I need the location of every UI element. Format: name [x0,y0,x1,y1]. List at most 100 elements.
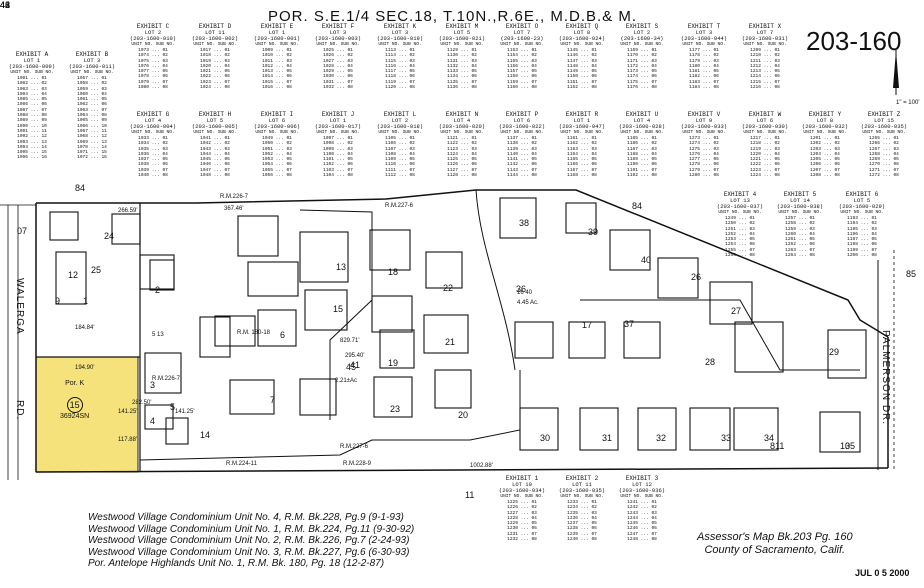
exhibit-columns: UNIT NO. SUB NO. [620,130,664,135]
building-footprint [144,404,174,430]
exhibit-row: 1037 ... 05 [138,157,168,163]
exhibit-row: 1060 ... 04 [77,91,107,97]
exhibit-apn: (203-1600-036) [618,487,666,494]
exhibit-row: 1277 ... 05 [689,157,719,163]
exhibit-apn: (203-1600-004) [129,123,177,130]
exhibit-row: 1150 ... 06 [567,74,597,80]
exhibit-row: 1117 ... 05 [385,69,415,75]
map-label: R.M. 180-18 [237,330,271,336]
exhibit-row: 1130 ... 02 [447,53,477,59]
exhibit-row: 1020 ... 04 [200,63,230,69]
exhibit-columns: UNIT NO. SUB NO. [500,130,544,135]
exhibit-row: 1217 ... 01 [750,136,780,141]
exhibit-row: 1125 ... 05 [447,157,477,163]
map-number: 203-160 [806,26,902,56]
exhibit-row: 1148 ... 04 [567,63,597,69]
note-line: Westwood Village Condominium Unit No. 2,… [88,535,410,546]
exhibit-row: 1191 ... 07 [627,167,657,173]
exhibit-row: 1080 ... 08 [138,85,168,91]
exhibit-row: 1211 ... 03 [750,58,780,64]
exhibit-name: EXHIBIT 2 [565,475,599,482]
exhibit-row: 1182 ... 06 [689,74,719,80]
map-label: 24 [104,231,115,241]
subdivision-boundary [36,189,889,338]
building-footprint [565,202,597,234]
exhibit-row: 1193 ... 01 [847,216,877,221]
exhibit-columns: UNIT NO. SUB NO. [743,130,787,135]
exhibit-row: 1257 ... 01 [785,216,815,221]
exhibit-lot: LOT 6 [513,117,531,124]
exhibit-row: 1025 ... 01 [323,48,353,53]
map-label: 19 [388,358,399,368]
exhibit-row: 1240 ... 08 [567,537,597,543]
exhibit-row: 1042 ... 02 [200,141,230,147]
map-label: 16 40 [517,290,533,296]
map-label: 21 [445,337,456,347]
map-label: 10 [840,441,851,451]
exhibit-row: 1210 ... 02 [750,53,780,59]
exhibit-row: 1280 ... 08 [689,173,719,179]
map-label: 29 [829,347,840,357]
exhibit-row: 1153 ... 01 [507,48,537,53]
exhibit-lot: LOT 7 [513,29,531,36]
exhibit-row: 1265 ... 01 [869,136,899,141]
exhibit-columns: UNIT NO. SUB NO. [440,130,484,135]
exhibit-apn: (203-1600-029) [838,203,886,210]
exhibit-name: EXHIBIT 3 [625,475,659,482]
map-label: 1 [83,296,89,306]
exhibit-row: 1237 ... 05 [567,521,597,527]
exhibit-row: 1173 ... 05 [627,69,657,75]
building-footprint [237,215,279,257]
exhibit-row: 1122 ... 02 [447,141,477,147]
map-label: 32 [656,433,667,443]
exhibit-lot: LOT 3 [329,29,347,36]
exhibit-row: 1201 ... 01 [810,136,840,141]
exhibit-row: 1012 ... 04 [262,63,292,69]
exhibit-row: 1045 ... 05 [200,157,230,163]
map-label: 33 [721,433,732,443]
exhibit-apn: (203-1600-047) [558,123,606,130]
map-label: 25 [91,265,102,275]
exhibit-lot: LOT 5 [453,29,471,36]
exhibit-row: 1022 ... 06 [200,74,230,80]
exhibit-row: 1078 ... 06 [138,74,168,80]
exhibit-row: 1059 ... 03 [77,86,107,92]
exhibit-row: 1196 ... 04 [847,231,877,237]
exhibit-lot: LOT 1 [329,117,347,124]
exhibit-row: 1247 ... 07 [627,531,657,537]
exhibit-row: 1230 ... 06 [507,526,537,532]
exhibit-row: 1029 ... 05 [323,69,353,75]
building-footprint [149,259,175,291]
building-footprint [579,407,619,451]
exhibit-name: EXHIBIT Y [808,111,842,118]
exhibit-row: 1187 ... 03 [627,146,657,152]
exhibit-row: 1222 ... 06 [750,162,780,168]
map-label: 15 [333,304,344,314]
map-label: 17 [582,320,593,330]
highlighted-parcel[interactable] [35,356,139,473]
exhibit-apn: (203-1600-003) [314,35,362,42]
exhibit-row: 1065 ... 09 [77,118,107,124]
exhibit-row: 1072 ... 16 [77,155,107,161]
map-label: R.M.227-6 [340,444,369,450]
exhibit-row: 1221 ... 05 [750,157,780,163]
map-label: 38 [519,218,530,228]
exhibit-columns: UNIT NO. SUB NO. [620,42,664,47]
exhibit-row: 1089 ... 09 [17,118,47,124]
exhibit-row: 1033 ... 01 [138,136,168,141]
exhibit-columns: UNIT NO. SUB NO. [316,42,360,47]
exhibit-row: 1126 ... 06 [447,162,477,168]
exhibit-row: 1010 ... 02 [262,53,292,59]
exhibit-row: 1279 ... 07 [689,167,719,173]
exhibit-row: 1134 ... 06 [447,74,477,80]
exhibit-row: 1159 ... 07 [507,79,537,85]
exhibit-row: 1109 ... 05 [385,157,415,163]
exhibit-row: 1053 ... 05 [262,157,292,163]
